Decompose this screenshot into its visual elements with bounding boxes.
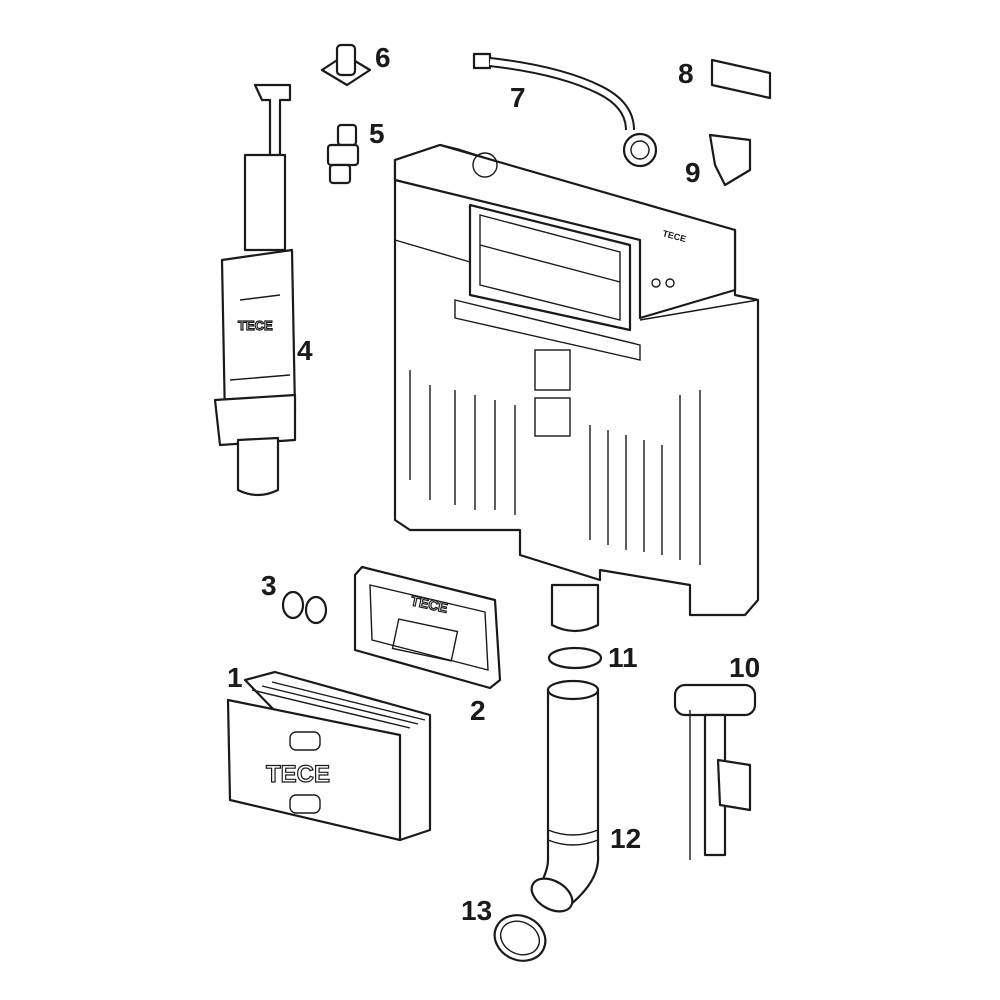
part-number-5: 5 [369, 118, 385, 149]
clip [708, 133, 752, 187]
bracket [710, 58, 772, 100]
fill-valve [673, 683, 757, 860]
part-number-3: 3 [261, 570, 277, 601]
part-number-2: 2 [470, 695, 486, 726]
part-number-8: 8 [678, 58, 694, 89]
part-number-1: 1 [227, 662, 243, 693]
plugs [281, 590, 328, 625]
connection-fitting [320, 43, 372, 87]
sound-insulation-box: TECE [226, 670, 432, 842]
flush-bend-pipe [530, 679, 600, 913]
part-number-4: 4 [297, 335, 313, 366]
angle-valve [326, 123, 360, 185]
part-number-6: 6 [375, 42, 391, 73]
part-number-9: 9 [685, 157, 701, 188]
part-number-12: 12 [610, 823, 641, 854]
mounting-frame-plate: TECE [353, 565, 502, 690]
part-number-10: 10 [729, 652, 760, 683]
part-number-7: 7 [510, 82, 526, 113]
flexible-hose [472, 52, 658, 168]
flush-valve-brand-logo: TECE [238, 318, 273, 333]
part-number-11: 11 [608, 642, 638, 673]
box-brand-logo: TECE [266, 761, 330, 788]
part-number-13: 13 [461, 895, 492, 926]
outlet-stub [550, 583, 600, 633]
seal-ring-11 [547, 646, 603, 670]
flush-valve: TECE [213, 83, 297, 497]
seal-ring-13 [493, 914, 547, 962]
cistern-tank: TECE [393, 143, 760, 617]
